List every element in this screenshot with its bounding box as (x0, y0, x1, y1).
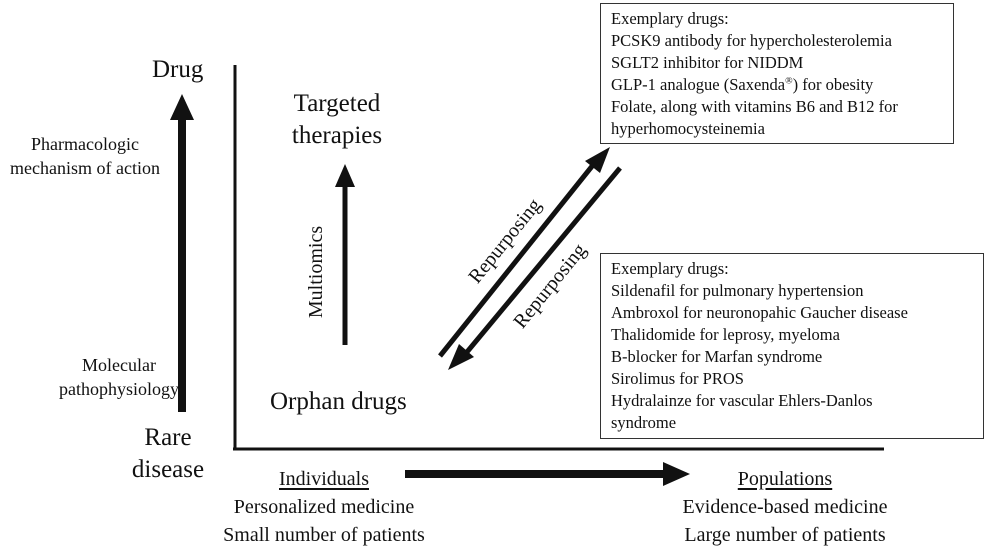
box-top-item-1: PCSK9 antibody for hypercholesterolemia (611, 31, 892, 50)
box-top-item-5: hyperhomocysteinemia (611, 119, 765, 138)
rare-disease-line1: Rare (144, 424, 192, 451)
populations-sub1: Evidence-based medicine (682, 496, 888, 518)
populations-sub2: Large number of patients (684, 524, 886, 546)
molecular-caption-line1: Molecular (82, 355, 156, 375)
molecular-caption: Molecular pathophysiology (34, 353, 204, 401)
pharmacologic-caption: Pharmacologic mechanism of action (0, 132, 170, 180)
box-top-heading: Exemplary drugs: (611, 9, 729, 28)
exemplary-drugs-box-targeted: Exemplary drugs: PCSK9 antibody for hype… (600, 3, 954, 144)
populations-title: Populations (737, 468, 833, 490)
box-bottom-item-5: Sirolimus for PROS (611, 369, 744, 388)
multiomics-label: Multiomics (305, 225, 327, 319)
drug-axis-arrow (170, 94, 194, 412)
pharmacologic-caption-line1: Pharmacologic (31, 134, 139, 154)
individuals-sub1: Personalized medicine (233, 496, 415, 518)
targeted-line2: therapies (291, 122, 383, 149)
box-top-item-3-text: GLP-1 analogue (Saxenda (611, 75, 786, 94)
multiomics-arrow (335, 164, 355, 345)
box-bottom-item-1: Sildenafil for pulmonary hypertension (611, 281, 864, 300)
registered-mark: ® (785, 75, 793, 87)
repurposing-up-arrow (438, 147, 610, 358)
drug-label: Drug (152, 56, 204, 83)
box-top-item-4: Folate, along with vitamins B6 and B12 f… (611, 97, 898, 116)
box-bottom-item-6: Hydralainze for vascular Ehlers-Danlos (611, 391, 873, 410)
box-bottom-item-4: B-blocker for Marfan syndrome (611, 347, 823, 366)
populations-group: Populations Evidence-based medicine Larg… (660, 465, 910, 549)
box-bottom-item-7: syndrome (611, 413, 677, 432)
exemplary-drugs-box-orphan: Exemplary drugs: Sildenafil for pulmonar… (600, 253, 984, 439)
repurposing-down-arrow (448, 166, 622, 370)
box-bottom-item-3: Thalidomide for leprosy, myeloma (611, 325, 840, 344)
box-bottom-heading: Exemplary drugs: (611, 259, 729, 278)
targeted-line1: Targeted (293, 90, 381, 117)
pharmacologic-caption-line2: mechanism of action (10, 158, 160, 178)
rare-disease-label: Rare disease (118, 422, 218, 486)
targeted-therapies-label: Targeted therapies (272, 88, 402, 152)
individuals-group: Individuals Personalized medicine Small … (200, 465, 448, 549)
rare-disease-line2: disease (131, 456, 205, 483)
box-top-item-3: GLP-1 analogue (Saxenda®) for obesity (611, 74, 943, 96)
box-top-item-2: SGLT2 inhibitor for NIDDM (611, 53, 804, 72)
orphan-drugs-label: Orphan drugs (270, 388, 407, 415)
individuals-sub2: Small number of patients (223, 524, 425, 546)
box-top-item-3-tail: ) for obesity (792, 75, 874, 94)
individuals-title: Individuals (279, 468, 369, 490)
population-axis-arrow (405, 462, 690, 486)
molecular-caption-line2: pathophysiology (59, 379, 179, 399)
box-bottom-item-2: Ambroxol for neuronopahic Gaucher diseas… (611, 303, 908, 322)
